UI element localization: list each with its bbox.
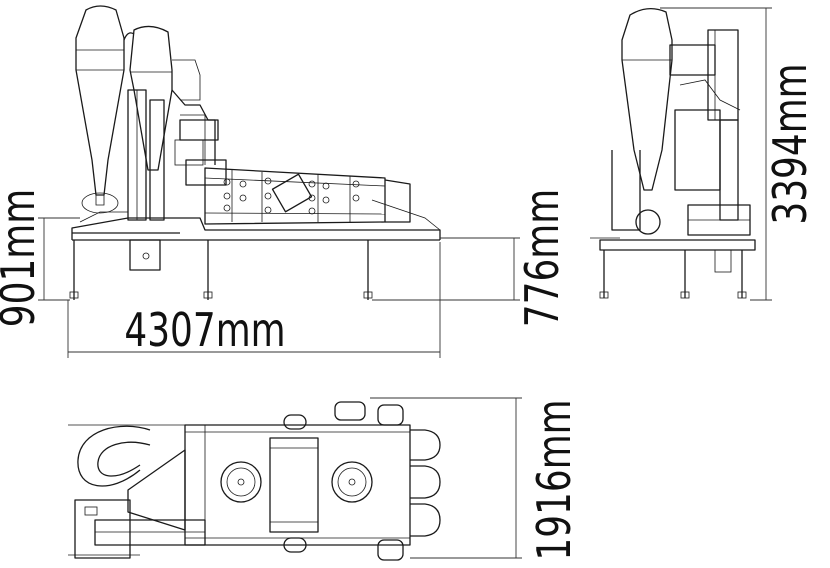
dim-overall-width: 1916mm [528,399,582,560]
plan-view [68,401,441,561]
dimension-lines [38,7,772,559]
dim-overall-height: 3394mm [764,63,818,224]
front-elevation-view [69,5,441,300]
dim-overall-length: 4307mm [124,304,285,358]
side-elevation-view [590,8,756,299]
dim-inlet-height: 901mm [0,189,45,327]
dim-outlet-height: 776mm [516,189,570,327]
